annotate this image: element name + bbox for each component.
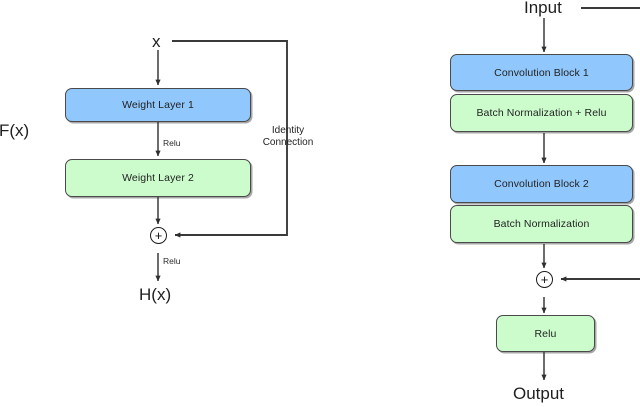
left-output-label-hx: H(x): [139, 285, 172, 304]
block-convolution-block-2-label: Convolution Block 2: [494, 178, 589, 190]
block-batch-normalization-relu[interactable]: Batch Normalization + Relu: [450, 94, 633, 132]
block-relu[interactable]: Relu: [496, 315, 595, 352]
right-output-label: Output: [513, 384, 565, 403]
identity-skip-path: [172, 40, 288, 238]
block-batch-normalization[interactable]: Batch Normalization: [450, 205, 633, 243]
right-input-label: Input: [524, 0, 562, 17]
left-panel-connectors: [155, 40, 288, 282]
block-weight-layer-1[interactable]: Weight Layer 1: [65, 88, 251, 122]
block-convolution-block-1-label: Convolution Block 1: [494, 66, 589, 79]
right-sum-node[interactable]: +: [536, 271, 553, 288]
branch-label-fx: F(x): [0, 121, 30, 140]
left-sum-symbol: +: [154, 228, 163, 243]
right-panel-connectors: [541, 7, 640, 381]
activation-label-relu-2: Relu: [163, 256, 181, 266]
identity-connection-label-line2: Connection: [262, 136, 314, 148]
block-convolution-block-1[interactable]: Convolution Block 1: [450, 54, 633, 91]
block-convolution-block-2[interactable]: Convolution Block 2: [450, 165, 633, 203]
identity-connection-label-line1: Identity: [271, 125, 305, 136]
activation-label-relu-1: Relu: [163, 138, 181, 148]
block-batch-normalization-relu-label: Batch Normalization + Relu: [476, 107, 607, 119]
block-batch-normalization-label: Batch Normalization: [493, 218, 590, 230]
block-relu-label: Relu: [534, 327, 557, 340]
block-weight-layer-2-label: Weight Layer 2: [122, 172, 194, 184]
right-sum-symbol: +: [540, 272, 549, 287]
left-sum-node[interactable]: +: [150, 227, 167, 244]
identity-connection-label: Identity Connection: [253, 125, 323, 148]
block-weight-layer-1-label: Weight Layer 1: [122, 99, 194, 111]
block-weight-layer-2[interactable]: Weight Layer 2: [65, 159, 251, 197]
left-input-label: x: [152, 32, 161, 51]
